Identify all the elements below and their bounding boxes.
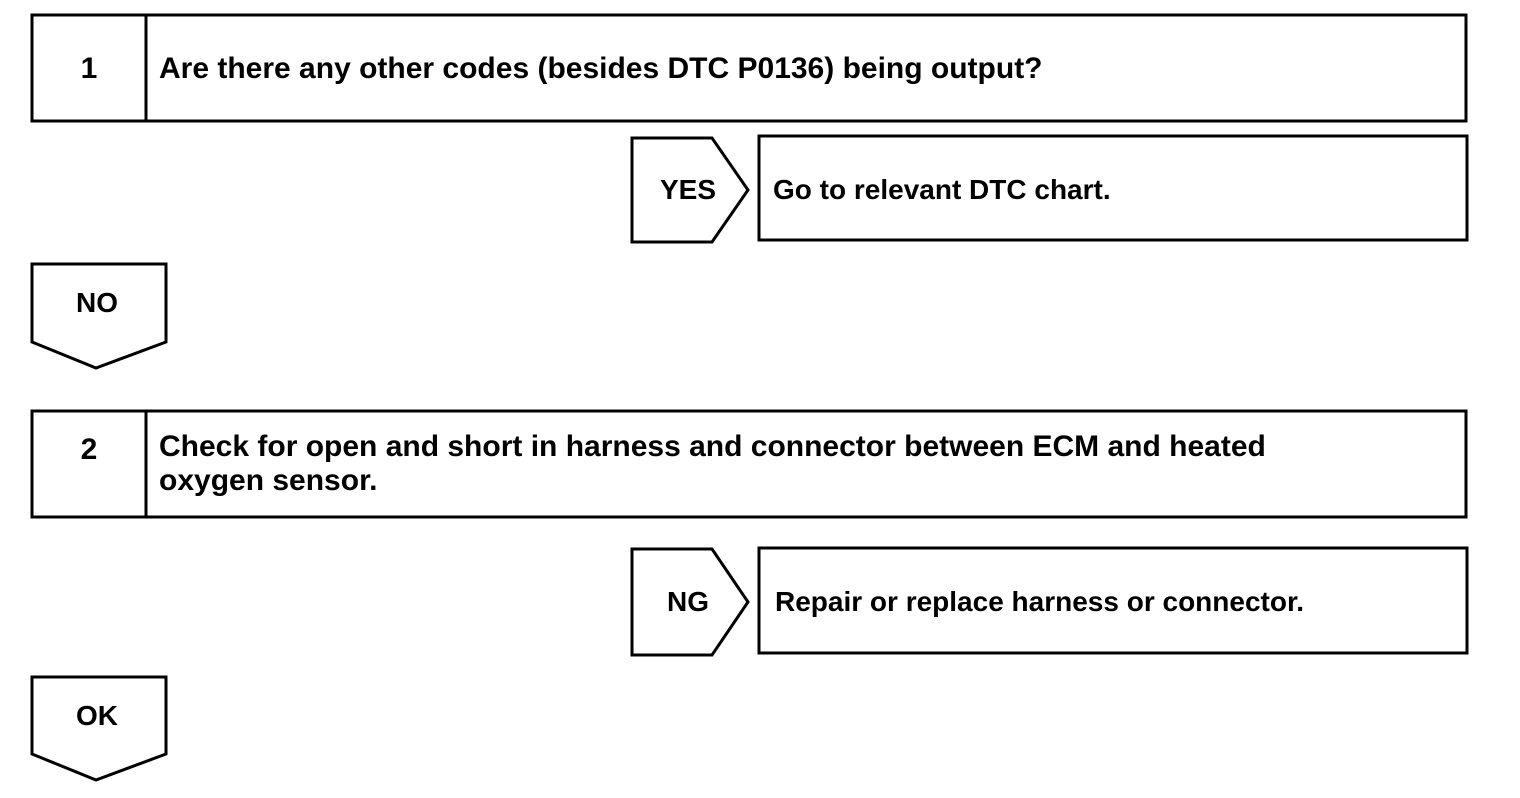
step-1-question: Are there any other codes (besides DTC P… bbox=[159, 52, 1043, 85]
yes-tag-label: YES bbox=[659, 174, 717, 205]
ok-tag-shape bbox=[30, 675, 168, 782]
ng-result-box bbox=[757, 546, 1469, 655]
step-2-question-line-1: Check for open and short in harness and … bbox=[159, 430, 1266, 463]
step-1-number: 1 bbox=[80, 52, 98, 85]
no-tag-label: NO bbox=[76, 287, 118, 318]
ok-tag-label: OK bbox=[76, 700, 118, 731]
ng-tag-shape bbox=[630, 547, 750, 657]
ng-tag-label: NG bbox=[667, 586, 709, 617]
yes-tag-shape bbox=[630, 136, 750, 244]
no-tag-shape bbox=[30, 262, 168, 370]
step-1-box bbox=[30, 13, 1468, 123]
step-2-question-line-2: oxygen sensor. bbox=[159, 464, 378, 497]
yes-result-text: Go to relevant DTC chart. bbox=[773, 174, 1111, 205]
step-2-box bbox=[30, 409, 1468, 519]
ng-result-text: Repair or replace harness or connector. bbox=[775, 586, 1305, 617]
step-2-number: 2 bbox=[80, 433, 98, 466]
yes-result-box bbox=[757, 134, 1469, 242]
